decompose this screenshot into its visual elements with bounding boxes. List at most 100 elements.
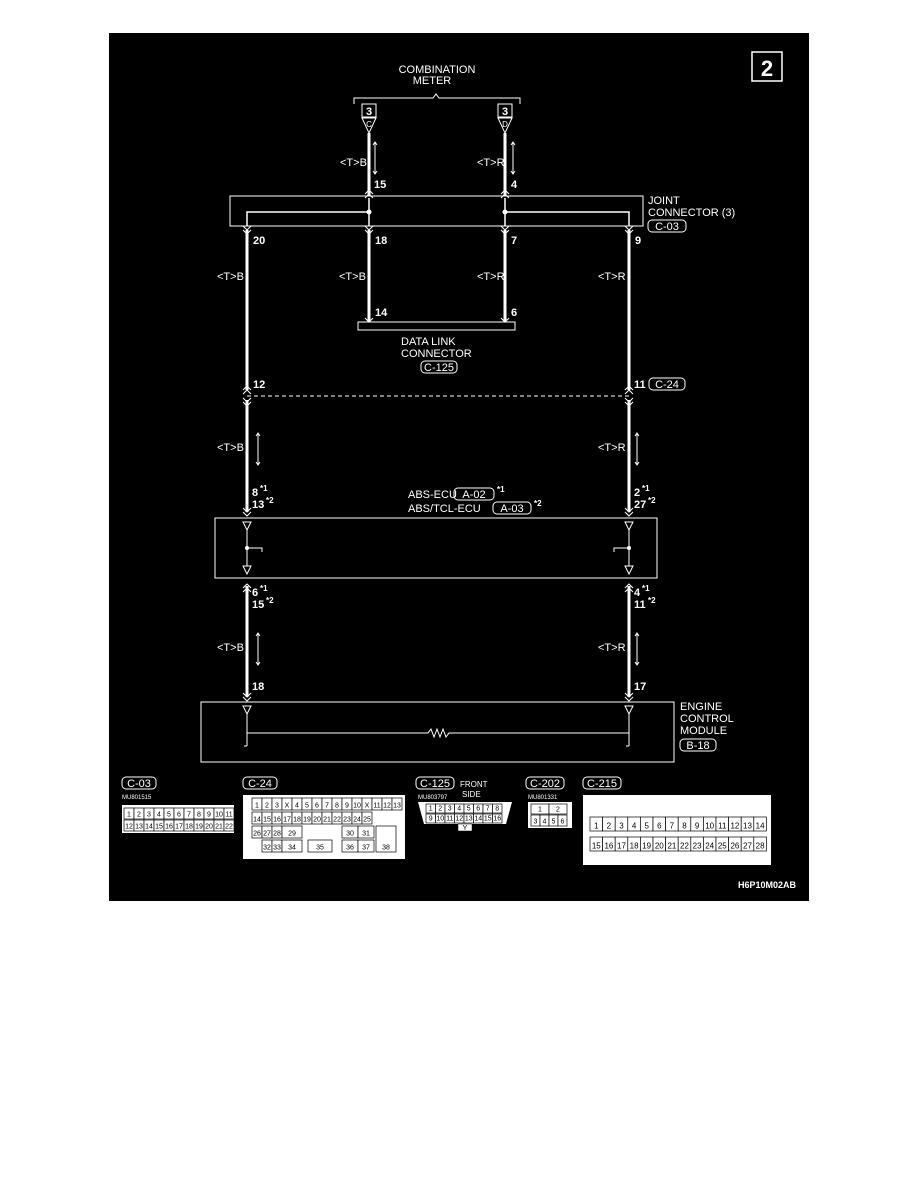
c125-pin-label: 11 — [446, 816, 453, 823]
c125-pin-label: 13 — [465, 816, 473, 823]
c24-pin-label: 34 — [288, 845, 296, 852]
pin-abs-4: 4 — [634, 587, 641, 599]
abs-tcl-ecu-note: *2 — [534, 499, 542, 508]
pin-abs-15: 15 — [252, 599, 264, 611]
c215-pin-label: 4 — [632, 822, 637, 831]
c03-pin-label: 13 — [135, 824, 143, 831]
joint-connector-label-2: CONNECTOR (3) — [648, 207, 735, 219]
c125-pin-label: 9 — [429, 816, 433, 823]
c03-pin-label: 8 — [197, 812, 201, 819]
dlc-label-2: CONNECTOR — [401, 348, 472, 360]
c24-pin-label: 31 — [362, 831, 370, 838]
meter-pin-d: D — [502, 120, 508, 129]
c03-pin-label: 16 — [165, 824, 173, 831]
pin-abs-13: 13 — [252, 499, 264, 511]
c125-cell — [492, 803, 503, 814]
c03-pin-label: 10 — [215, 812, 223, 819]
c24-cell — [307, 839, 333, 853]
c03-pin-label: 17 — [175, 824, 183, 831]
c125-pin-label: 2 — [438, 806, 442, 813]
c215-pin-label: 7 — [670, 822, 675, 831]
c202-cell — [548, 803, 568, 815]
c24-pin-label: 1 — [255, 803, 259, 810]
note-abs-13: *2 — [266, 496, 274, 505]
pin-jc-9: 9 — [635, 235, 641, 247]
c125-pin-label: 10 — [436, 816, 444, 823]
c24-pin-label: 26 — [253, 831, 261, 838]
conn-c125-side-2: SIDE — [462, 790, 481, 799]
c24-pin-label: 3 — [275, 803, 279, 810]
c03-pin-label: 3 — [147, 812, 151, 819]
wire-color-jc-20: <T>B — [217, 271, 244, 283]
conn-c215-code: C-215 — [587, 778, 617, 790]
abs-tcl-ecu-label: ABS/TCL-ECU — [408, 503, 481, 515]
pin-ecm-18: 18 — [252, 681, 264, 693]
conn-c202-code: C-202 — [530, 778, 560, 790]
pin-abs-11: 11 — [634, 599, 646, 611]
c24-pin-label: X — [285, 803, 290, 810]
c03-pin-label: 5 — [167, 812, 171, 819]
c125-cell — [492, 813, 503, 824]
wire-color-ecm-right: <T>R — [598, 642, 626, 654]
note-abs-11: *2 — [648, 596, 656, 605]
footer-code: H6P10M02AB — [738, 880, 797, 890]
c215-pin-label: 3 — [619, 822, 624, 831]
c24-pin-label: 20 — [313, 817, 321, 824]
c215-pin-label: 9 — [695, 822, 700, 831]
c03-pin-label: 21 — [215, 824, 223, 831]
c03-pin-label: 4 — [157, 812, 161, 819]
wire-color-jc-7: <T>R — [477, 271, 505, 283]
c03-pin-label: 15 — [155, 824, 163, 831]
c125-pin-label: 7 — [486, 806, 490, 813]
c24-pin-label: 29 — [288, 831, 296, 838]
dlc-code: C-125 — [424, 362, 454, 374]
note-abs-2: *1 — [642, 484, 650, 493]
c24-pin-label: 28 — [273, 831, 281, 838]
pin-abs-27: 27 — [634, 499, 646, 511]
c24-pin-label: 17 — [283, 817, 291, 824]
pin-ecm-17: 17 — [634, 681, 646, 693]
wire-color-meter-right: <T>R — [477, 157, 505, 169]
c03-pin-label: 19 — [195, 824, 203, 831]
c215-pin-label: 13 — [743, 822, 752, 831]
pin-meter-15: 15 — [374, 179, 386, 191]
wire-color-c24-left: <T>B — [217, 442, 244, 454]
c125-pin-label: 3 — [448, 806, 452, 813]
pin-c24-12: 12 — [253, 379, 265, 391]
joint-connector-label-1: JOINT — [648, 195, 680, 207]
note-abs-6: *1 — [260, 584, 268, 593]
c125-pin-label: 5 — [467, 806, 471, 813]
c125-pin-label: 1 — [429, 806, 433, 813]
abs-tcl-ecu-code: A-03 — [500, 503, 523, 515]
c03-pin-label: 20 — [205, 824, 213, 831]
c03-pin-label: 1 — [127, 812, 131, 819]
c24-cell — [361, 811, 373, 825]
meter-pin-c: C — [366, 120, 372, 129]
wire-color-c24-right: <T>R — [598, 442, 626, 454]
c24-cell — [281, 839, 303, 853]
c24-pin-label: 8 — [335, 803, 339, 810]
c125-pin-label: 15 — [484, 816, 492, 823]
c03-pin-label: 18 — [185, 824, 193, 831]
c24-pin-label: 15 — [263, 817, 271, 824]
c215-pin-label: 20 — [655, 842, 664, 851]
c24-pin-label: X — [365, 803, 370, 810]
ecm-label-2: CONTROL — [680, 713, 734, 725]
c215-pin-label: 1 — [594, 822, 599, 831]
c24-pin-label: 18 — [293, 817, 301, 824]
c215-pin-label: 5 — [644, 822, 649, 831]
c24-cell — [357, 839, 375, 853]
c24-pin-label: 5 — [305, 803, 309, 810]
pin-abs-2: 2 — [634, 487, 640, 499]
c215-cell — [753, 816, 767, 832]
c03-pin-label: 7 — [187, 812, 191, 819]
ecm-box — [200, 701, 675, 763]
c24-pin-label: 9 — [345, 803, 349, 810]
c202-pin-label: 6 — [561, 819, 565, 826]
conn-c125-side-1: FRONT — [460, 780, 488, 789]
conn-c125-part: MU803797 — [418, 795, 448, 801]
c24-pin-label: 36 — [346, 845, 354, 852]
